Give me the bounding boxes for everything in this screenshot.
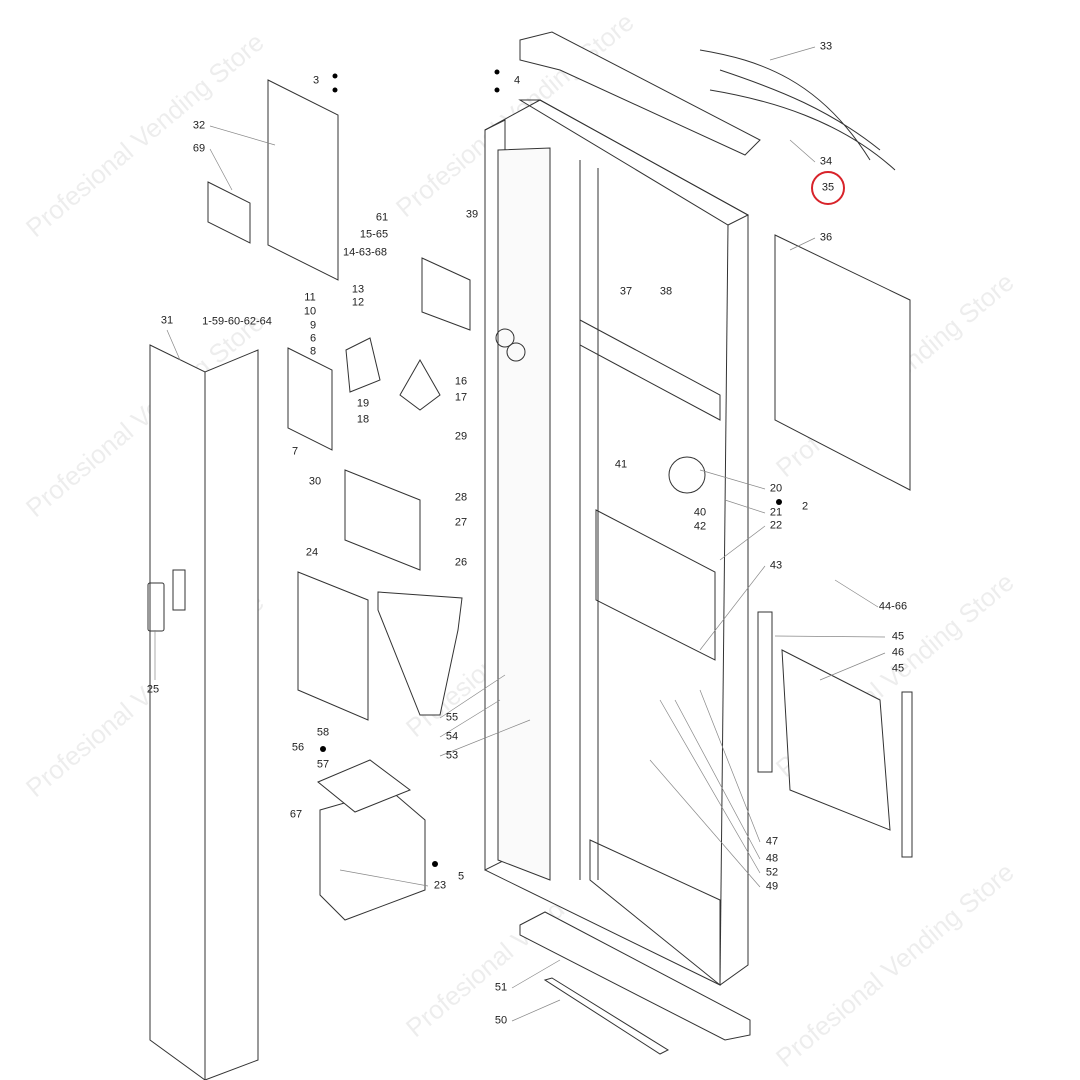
part-label: 54 — [445, 730, 459, 743]
part-label: 33 — [819, 40, 833, 53]
part-label: 9 — [309, 319, 317, 332]
part-label: 53 — [445, 749, 459, 762]
part-label: 18 — [356, 413, 370, 426]
part-label: 47 — [765, 835, 779, 848]
part-label: 57 — [316, 758, 330, 771]
part-label: 51 — [494, 981, 508, 994]
part-label: 2 — [801, 500, 809, 513]
part-label: 44-66 — [878, 600, 908, 613]
part-label: 20 — [769, 482, 783, 495]
control-board — [344, 469, 421, 571]
part-label: 14-63-68 — [342, 246, 388, 259]
part-label: 28 — [454, 491, 468, 504]
panel-69 — [207, 181, 251, 244]
part-label: 7 — [291, 445, 299, 458]
part-label: 10 — [303, 305, 317, 318]
mount-plate-24 — [297, 571, 369, 721]
part-label: 50 — [494, 1014, 508, 1027]
panel-36 — [774, 234, 911, 491]
part-label: 26 — [454, 556, 468, 569]
part-label: 4 — [513, 74, 521, 87]
part-label-highlighted: 35 — [821, 181, 835, 194]
part-label: 39 — [465, 208, 479, 221]
part-label: 41 — [614, 458, 628, 471]
rail-45-left — [757, 611, 773, 773]
part-label: 16 — [454, 375, 468, 388]
front-door-column — [147, 344, 259, 1080]
part-label: 8 — [309, 345, 317, 358]
part-label: 61 — [375, 211, 389, 224]
part-label: 15-65 — [359, 228, 389, 241]
part-label: 30 — [308, 475, 322, 488]
top-cover — [519, 31, 761, 156]
part-label: 45 — [891, 630, 905, 643]
part-label: 38 — [659, 285, 673, 298]
part-label: 45 — [891, 662, 905, 675]
wire-harness — [699, 49, 896, 171]
part-label: 37 — [619, 285, 633, 298]
part-label: 52 — [765, 866, 779, 879]
part-label: 29 — [454, 430, 468, 443]
bottom-strip — [543, 977, 670, 1055]
part-label: 55 — [445, 711, 459, 724]
part-label: 27 — [454, 516, 468, 529]
part-label: 21 — [769, 506, 783, 519]
part-label: 24 — [305, 546, 319, 559]
part-label: 6 — [309, 332, 317, 345]
lever-17 — [399, 358, 441, 411]
part-label: 36 — [819, 231, 833, 244]
part-label: 1-59-60-62-64 — [202, 315, 272, 328]
part-label: 32 — [192, 119, 206, 132]
part-label: 56 — [291, 741, 305, 754]
highlight-circle — [811, 171, 845, 205]
cabinet-frame — [484, 99, 750, 987]
part-label: 43 — [769, 559, 783, 572]
ring-41 — [668, 456, 706, 494]
hopper-26 — [377, 591, 463, 716]
coin-mech-frame — [287, 347, 333, 451]
part-label: 49 — [765, 880, 779, 893]
part-label: 48 — [765, 852, 779, 865]
rail-45-right — [901, 691, 913, 858]
part-label: 12 — [351, 296, 365, 309]
lock-housing — [421, 257, 471, 331]
bottom-plate — [519, 911, 751, 1041]
lever-8 — [345, 337, 381, 393]
part-label: 3 — [312, 74, 320, 87]
part-label: 69 — [192, 142, 206, 155]
part-label: 23 — [433, 879, 447, 892]
part-label: 31 — [160, 314, 174, 327]
part-label: 46 — [891, 646, 905, 659]
part-label: 58 — [316, 726, 330, 739]
cashbox — [319, 789, 426, 921]
cashbox-lid — [317, 759, 412, 813]
part-label: 11 — [304, 291, 316, 304]
part-label: 19 — [356, 397, 370, 410]
part-label: 17 — [454, 391, 468, 404]
part-label: 67 — [289, 808, 303, 821]
part-label: 5 — [457, 870, 465, 883]
part-label: 25 — [146, 683, 160, 696]
panel-32 — [267, 79, 339, 281]
part-label: 40 — [693, 506, 707, 519]
part-label: 13 — [351, 283, 365, 296]
part-label: 34 — [819, 155, 833, 168]
part-label: 42 — [693, 520, 707, 533]
panel-46 — [781, 649, 891, 831]
part-label: 22 — [769, 519, 783, 532]
